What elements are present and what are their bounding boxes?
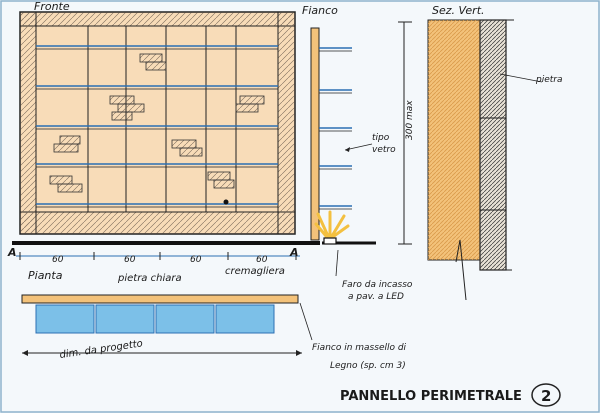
fixing-point <box>223 199 229 205</box>
label-glass-2: vetro <box>372 145 396 155</box>
view-label-front: Fronte <box>34 0 70 13</box>
sheet-number-ring <box>531 383 561 407</box>
grid-verticals <box>87 26 237 212</box>
led-leader <box>335 249 339 277</box>
plan-glass-panels <box>35 304 275 334</box>
led-spot <box>314 210 350 245</box>
label-frame-2: Legno (sp. cm 3) <box>330 361 406 371</box>
label-frame-1: Fianco in massello di <box>312 343 407 353</box>
label-project-dim: dim. da progetto <box>59 338 144 361</box>
sheet-number: 2 <box>541 387 551 405</box>
dim-label-2: 60 <box>124 255 136 265</box>
side-view <box>310 27 373 245</box>
label-hinge: cremagliera <box>225 266 285 277</box>
side-shelves <box>319 47 352 207</box>
dim-label-3: 60 <box>190 255 202 265</box>
glass-shelves <box>36 45 278 205</box>
section-mark-right: A <box>289 246 299 259</box>
front-view <box>19 11 296 235</box>
label-light-stone: pietra chiara <box>117 273 182 284</box>
section-view <box>398 19 543 301</box>
stone-band-right <box>277 11 296 235</box>
plan-wood-top <box>21 294 299 304</box>
label-stone: pietra <box>535 75 563 85</box>
shelf-edges <box>36 48 278 208</box>
view-label-plan: Pianta <box>28 269 63 282</box>
dim-label-1: 60 <box>52 255 64 265</box>
plan-view <box>21 294 313 356</box>
label-led-2: a pav. a LED <box>348 292 404 302</box>
view-label-section: Sez. Vert. <box>432 4 485 17</box>
stone-band-bottom <box>19 211 296 235</box>
side-wood-frame <box>310 27 320 241</box>
stone-clusters <box>49 53 265 193</box>
view-label-side: Fianco <box>302 4 338 17</box>
section-mark-left: A <box>7 246 17 259</box>
stone-band-top <box>19 11 296 27</box>
sheet-title: PANNELLO PERIMETRALE <box>340 389 522 404</box>
label-led-1: Faro da incasso <box>342 280 413 290</box>
label-height-dim: 300 max <box>405 100 415 140</box>
dim-label-4: 60 <box>256 255 268 265</box>
stone-band-left <box>19 11 37 235</box>
label-glass-1: tipo <box>372 133 390 143</box>
front-dimensions: 60 60 60 60 A A <box>7 246 300 265</box>
